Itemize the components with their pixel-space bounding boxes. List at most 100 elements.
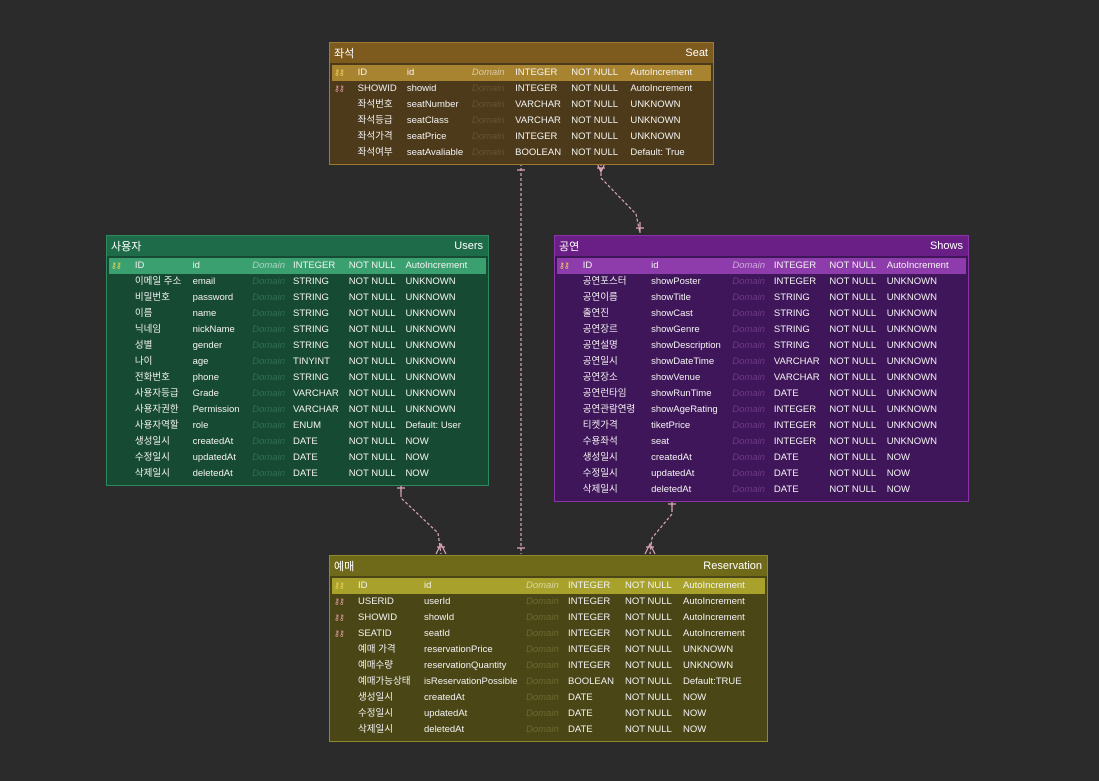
column-default: NOW — [405, 452, 429, 463]
column-physical: createdAt — [651, 452, 692, 463]
key-cell — [332, 722, 356, 738]
column-default: AutoIncrement — [683, 628, 745, 639]
column-nullable: NOT NULL — [829, 308, 877, 319]
column-domain: Domain — [252, 292, 285, 303]
primary-key-icon: ⚷⚷ — [334, 581, 345, 590]
column-type: INTEGER — [515, 131, 558, 142]
column-nullable: NOT NULL — [571, 147, 619, 158]
column-physical: seatClass — [406, 115, 449, 126]
column-type: STRING — [293, 292, 329, 303]
column-default: AutoIncrement — [886, 260, 949, 271]
column-logical: 비밀번호 — [134, 292, 170, 303]
column-domain: Domain — [526, 708, 559, 719]
column-physical: showAgeRating — [651, 404, 718, 415]
primary-key-icon: ⚷⚷ — [559, 261, 570, 270]
column-type: VARCHAR — [773, 356, 820, 367]
column-domain: Domain — [252, 260, 285, 271]
column-default: UNKNOWN — [886, 308, 937, 319]
column-nullable: NOT NULL — [348, 452, 396, 463]
foreign-key-icon: ⚷⚷ — [334, 597, 345, 606]
primary-key-icon: ⚷⚷ — [334, 68, 345, 77]
column-type: INTEGER — [568, 660, 611, 671]
column-physical: name — [192, 308, 217, 319]
key-cell: ⚷⚷ — [332, 610, 356, 626]
relation-users-reservation[interactable] — [400, 484, 442, 555]
relation-shows-reservation[interactable] — [649, 499, 673, 555]
column-physical: reservationPrice — [424, 644, 493, 655]
column-type: DATE — [293, 452, 318, 463]
relation-shows-seat[interactable] — [600, 163, 641, 234]
foreign-key-icon: ⚷⚷ — [334, 629, 345, 638]
column-logical: 공연일시 — [582, 356, 618, 367]
column-physical: tiketPrice — [651, 420, 691, 431]
column-nullable: NOT NULL — [829, 324, 877, 335]
column-domain: Domain — [732, 468, 766, 479]
column-nullable: NOT NULL — [625, 660, 672, 671]
column-default: AutoIncrement — [683, 596, 745, 607]
column-physical: role — [192, 420, 209, 431]
one-marker — [517, 169, 525, 549]
column-default: AutoIncrement — [683, 612, 745, 623]
column-default: NOW — [405, 436, 429, 447]
column-logical: USERID — [358, 596, 394, 607]
column-physical: seatPrice — [406, 131, 447, 142]
column-logical: 수용좌석 — [582, 436, 618, 447]
column-logical: 공연설명 — [582, 340, 618, 351]
table-physical-name: Users — [454, 240, 483, 252]
column-logical: 예매수량 — [358, 660, 393, 671]
